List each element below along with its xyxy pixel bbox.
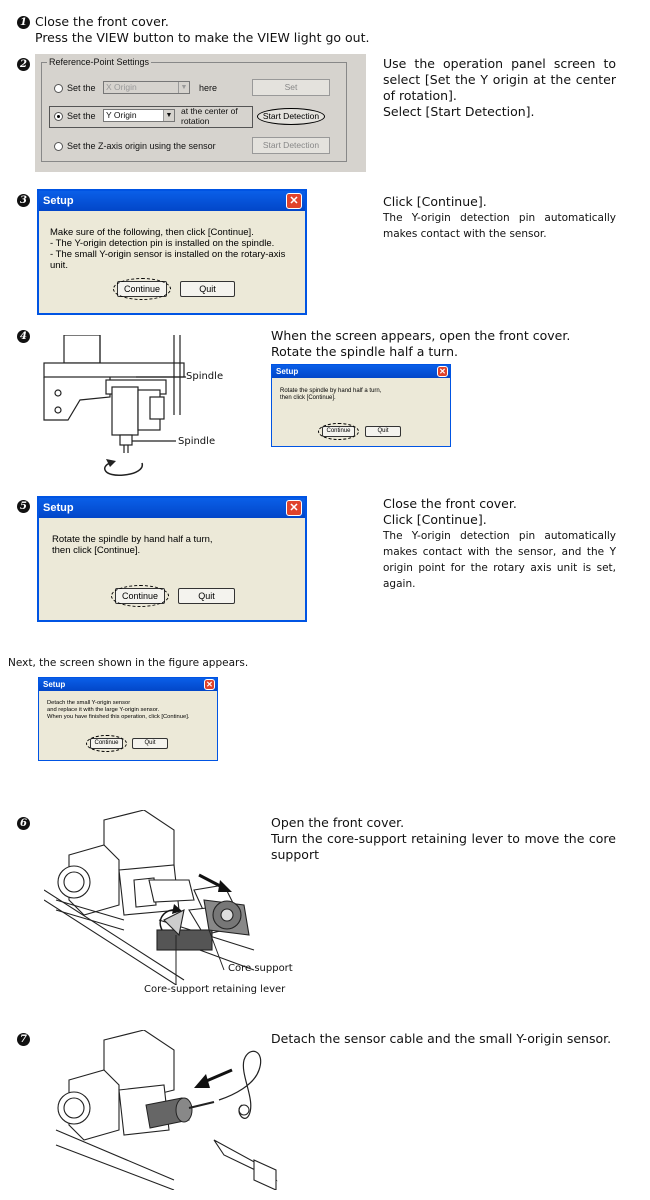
step-4-text: When the screen appears, open the front …	[271, 328, 616, 360]
step-2-main: Use the operation panel screen to select…	[383, 56, 616, 103]
row2-focus-box	[49, 106, 253, 128]
setup-dialog-next: Setup ✕ Detach the small Y-origin sensor…	[38, 677, 218, 761]
continue-button[interactable]: Continue	[318, 423, 359, 440]
close-icon[interactable]: ✕	[437, 366, 448, 377]
spindle-label-b: Spindle	[178, 436, 216, 447]
reference-point-panel: Reference-Point Settings Set the X Origi…	[35, 54, 366, 172]
setup-dialog-4: Setup ✕ Rotate the spindle by hand half …	[271, 364, 451, 447]
close-icon[interactable]: ✕	[286, 500, 302, 516]
radio-set-z-origin[interactable]	[54, 142, 63, 151]
step-4-line-1: When the screen appears, open the front …	[271, 328, 571, 343]
panel-legend: Reference-Point Settings	[47, 57, 152, 67]
dialog-title: Setup	[272, 365, 450, 378]
y-origin-combo[interactable]: Y Origin ▼	[103, 109, 175, 122]
retaining-lever-label: Core-support retaining lever	[144, 984, 286, 995]
step-1-line-1: Close the front cover.	[35, 14, 169, 29]
x-origin-combo-value: X Origin	[106, 82, 137, 92]
dialog-title: Setup	[39, 498, 305, 518]
radio-set-y-origin[interactable]	[54, 112, 63, 121]
radio-set-x-origin[interactable]	[54, 84, 63, 93]
step-7-text: Detach the sensor cable and the small Y-…	[271, 1031, 612, 1046]
quit-button[interactable]: Quit	[180, 281, 235, 297]
dialog-message: Rotate the spindle by hand half a turn, …	[280, 388, 382, 401]
y-origin-combo-value: Y Origin	[106, 110, 137, 120]
step-5-number: 5	[17, 500, 30, 513]
continue-button[interactable]: Continue	[111, 585, 169, 607]
setup-dialog-3: Setup ✕ Make sure of the following, then…	[37, 189, 307, 315]
core-support-label: Core support	[228, 963, 293, 974]
start-detection-button[interactable]: Start Detection	[257, 108, 325, 125]
dialog-message: Detach the small Y-origin sensor and rep…	[47, 700, 190, 720]
set-button[interactable]: Set	[252, 79, 330, 96]
step-3-line-2: The Y-origin detection pin automatically…	[383, 212, 616, 240]
step-5-text: Close the front cover. Click [Continue].…	[383, 496, 616, 592]
step-1-line-2: Press the VIEW button to make the VIEW l…	[35, 30, 370, 45]
step-3-line-1: Click [Continue].	[383, 194, 487, 209]
sensor-illustration	[55, 1030, 278, 1190]
step-6-line-2: Turn the core-support retaining lever to…	[271, 831, 616, 862]
dialog-title: Setup	[39, 678, 217, 691]
dialog-message: Rotate the spindle by hand half a turn, …	[52, 534, 213, 556]
row1-label: Set the	[67, 83, 96, 93]
core-support-illustration	[44, 810, 255, 985]
x-origin-combo[interactable]: X Origin ▼	[103, 81, 190, 94]
close-icon[interactable]: ✕	[204, 679, 215, 690]
next-screen-text: Next, the screen shown in the figure app…	[8, 657, 249, 669]
step-4-number: 4	[17, 330, 30, 343]
quit-button[interactable]: Quit	[365, 426, 401, 437]
step-2-text: Use the operation panel screen to select…	[383, 56, 616, 120]
row2-label: Set the	[67, 111, 96, 121]
step-5-line-2: Click [Continue].	[383, 512, 487, 527]
step-4-line-2: Rotate the spindle half a turn.	[271, 344, 458, 359]
continue-button[interactable]: Continue	[113, 278, 171, 300]
step-6-line-1: Open the front cover.	[271, 815, 405, 830]
step-7-number: 7	[17, 1033, 30, 1046]
spindle-label-a: Spindle	[186, 371, 224, 382]
row1-suffix: here	[199, 83, 218, 93]
continue-button[interactable]: Continue	[86, 735, 127, 752]
step-1-number: 1	[17, 16, 30, 29]
step-2-select: Select [Start Detection].	[383, 104, 535, 119]
step-6-number: 6	[17, 817, 30, 830]
step-5-line-3: The Y-origin detection pin automatically…	[383, 530, 616, 590]
quit-button[interactable]: Quit	[178, 588, 235, 604]
row3-label: Set the Z-axis origin using the sensor	[67, 141, 216, 151]
row2-suffix: at the center of rotation	[181, 106, 238, 126]
quit-button[interactable]: Quit	[132, 738, 168, 749]
dialog-message: Make sure of the following, then click […	[50, 227, 286, 271]
step-5-line-1: Close the front cover.	[383, 496, 517, 511]
step-3-number: 3	[17, 194, 30, 207]
step-2-number: 2	[17, 58, 30, 71]
reference-point-fieldset	[41, 62, 347, 162]
close-icon[interactable]: ✕	[286, 193, 302, 209]
chevron-down-icon: ▼	[163, 110, 174, 121]
spindle-illustration	[43, 335, 186, 476]
z-start-detection-button[interactable]: Start Detection	[252, 137, 330, 154]
step-1-text: Close the front cover. Press the VIEW bu…	[35, 14, 635, 46]
setup-dialog-5: Setup ✕ Rotate the spindle by hand half …	[37, 496, 307, 622]
step-6-text: Open the front cover. Turn the core-supp…	[271, 815, 616, 863]
dialog-title: Setup	[39, 191, 305, 211]
chevron-down-icon: ▼	[178, 82, 189, 93]
step-3-text: Click [Continue]. The Y-origin detection…	[383, 194, 616, 242]
